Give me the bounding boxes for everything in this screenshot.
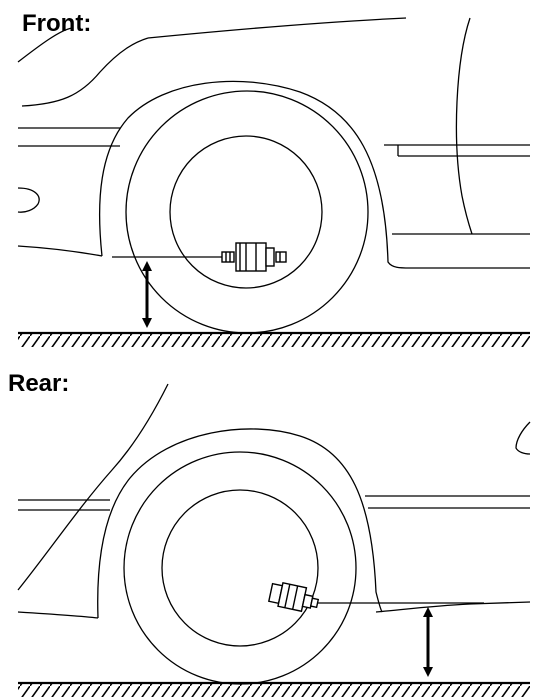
- rear-pillar-curve: [17, 383, 169, 591]
- front-hood-line: [147, 17, 407, 39]
- front-bumper-line: [17, 245, 103, 257]
- front-ground-icon: [18, 331, 530, 347]
- rear-panel: [17, 383, 531, 685]
- rear-lower-line: [17, 611, 99, 619]
- front-wheel-arch: [98, 80, 530, 269]
- rear-rim: [161, 489, 319, 647]
- rear-tire: [123, 451, 357, 685]
- rear-panel-label: Rear:: [8, 370, 70, 397]
- front-panel: [17, 17, 530, 334]
- rear-sill-line: [375, 601, 531, 613]
- front-fender-top-line: [21, 37, 149, 107]
- front-headlight-curve: [17, 187, 40, 213]
- rear-ground-icon: [18, 681, 530, 697]
- rear-height-sensor-icon: [267, 581, 320, 613]
- front-tire: [125, 90, 369, 334]
- front-door-edge-curve: [455, 17, 473, 235]
- front-panel-label: Front:: [22, 10, 92, 37]
- front-height-sensor-icon: [221, 242, 287, 272]
- rear-corner-curve: [515, 421, 531, 455]
- front-windshield-curve: [17, 27, 73, 63]
- front-rim: [169, 135, 323, 289]
- rear-wheel-arch: [97, 428, 383, 619]
